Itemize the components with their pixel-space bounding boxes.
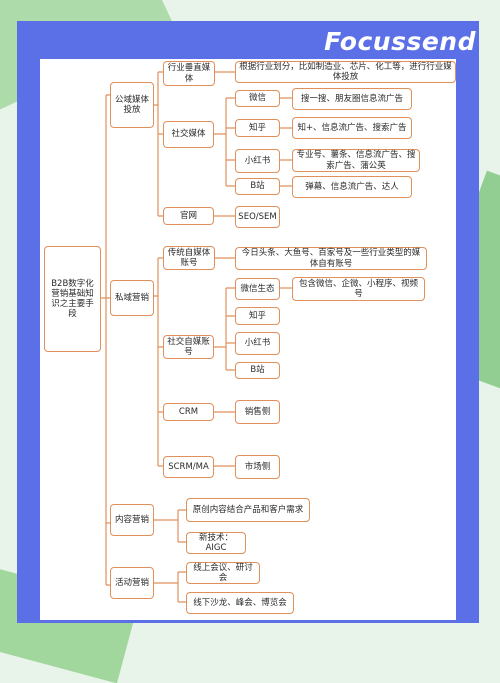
desc-wechat: 搜一搜、朋友圈信息流广告 [292, 88, 412, 110]
node-crm: CRM [163, 403, 214, 421]
node-scrm-ma: SCRM/MA [163, 456, 214, 478]
node-event-online: 线上会议、研讨会 [186, 562, 260, 584]
brand-logo: Focussend [324, 27, 476, 56]
node-traditional-account: 传统自媒体账号 [163, 246, 215, 270]
node-wechat: 微信 [235, 90, 280, 107]
node-social-media: 社交媒体 [163, 121, 214, 148]
desc-wechat-ecosystem: 包含微信、企微、小程序、视频号 [292, 277, 425, 301]
node-seo-sem: SEO/SEM [235, 206, 280, 228]
node-content-original: 原创内容结合产品和客户需求 [186, 498, 310, 522]
node-bilibili: B站 [235, 178, 280, 195]
node-bilibili-own: B站 [235, 362, 280, 379]
root-node: B2B数字化营销基础知识之主要手段 [44, 246, 101, 352]
node-event-offline: 线下沙龙、峰会、博览会 [186, 592, 294, 614]
node-zhihu: 知乎 [235, 119, 280, 137]
node-event-marketing: 活动营销 [110, 567, 154, 599]
node-sales-side: 销售侧 [235, 400, 280, 424]
node-zhihu-own: 知乎 [235, 307, 280, 325]
node-market-side: 市场侧 [235, 455, 280, 479]
node-private-marketing: 私域营销 [110, 280, 154, 316]
node-content-marketing: 内容营销 [110, 504, 154, 536]
node-xiaohongshu: 小红书 [235, 149, 280, 173]
desc-vertical-media: 根据行业划分，比如制造业、芯片、化工等，进行行业媒体投放 [235, 61, 456, 83]
desc-xiaohongshu: 专业号、薯条、信息流广告、搜索广告、蒲公英 [292, 149, 420, 172]
node-social-own-account: 社交自媒账号 [163, 335, 214, 359]
desc-traditional-account: 今日头条、大鱼号、百家号及一些行业类型的媒体自有账号 [235, 247, 427, 270]
node-xiaohongshu-own: 小红书 [235, 332, 280, 355]
node-content-tech: 新技术：AIGC [186, 532, 246, 554]
node-public-media: 公域媒体投放 [110, 82, 154, 128]
node-vertical-media: 行业垂直媒体 [163, 61, 215, 86]
node-wechat-ecosystem: 微信生态 [235, 278, 280, 300]
desc-bilibili: 弹幕、信息流广告、达人 [292, 176, 412, 198]
node-website: 官网 [163, 207, 214, 225]
connector-lines [101, 71, 292, 603]
desc-zhihu: 知+、信息流广告、搜索广告 [292, 117, 412, 139]
